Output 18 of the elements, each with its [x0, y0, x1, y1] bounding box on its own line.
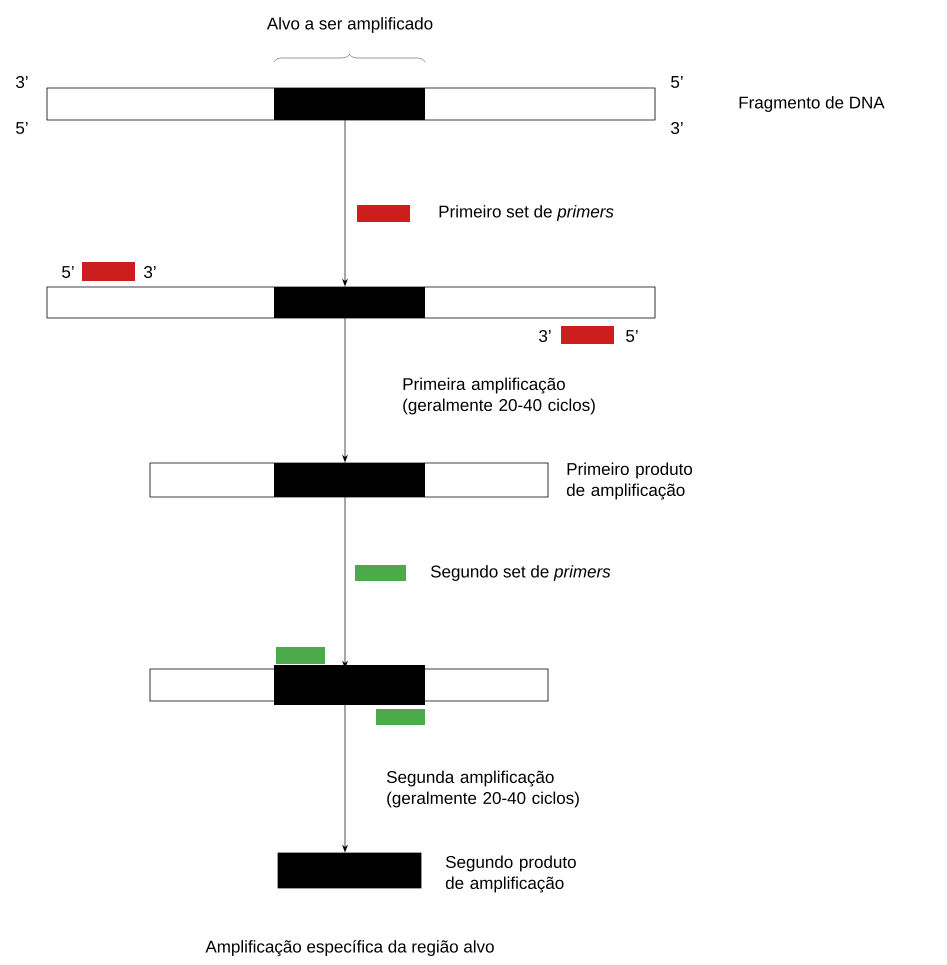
strand-end-label: 3’	[16, 76, 28, 88]
dna-strand	[150, 665, 548, 705]
edge-label: Segunda amplificação (geralmente 20-40 ciclos)	[386, 770, 579, 808]
dna-strand	[46, 88, 656, 120]
caption: Amplificação específica da região alvo	[205, 940, 494, 956]
edge-label: Primeira amplificação (geralmente 20-40 ciclos)	[403, 378, 595, 414]
strand-caption: Primeiro produto de amplificação	[566, 462, 692, 500]
strand-end-label: 5’	[16, 122, 28, 134]
strand-end-label: 3’	[671, 122, 683, 134]
strand-caption: Segundo produto de amplificação	[446, 856, 576, 892]
dna-strand	[46, 286, 656, 318]
dna-strand	[150, 462, 548, 498]
dna-strand	[278, 852, 422, 888]
strand-end-label: 5’	[671, 76, 683, 88]
target-label: Alvo a ser amplificado	[266, 17, 432, 33]
strand-caption: Fragmento de DNA	[740, 96, 885, 112]
primer-caption: Primeiro set de primers	[440, 205, 614, 221]
primer-caption: Segundo set de primers	[430, 565, 610, 581]
